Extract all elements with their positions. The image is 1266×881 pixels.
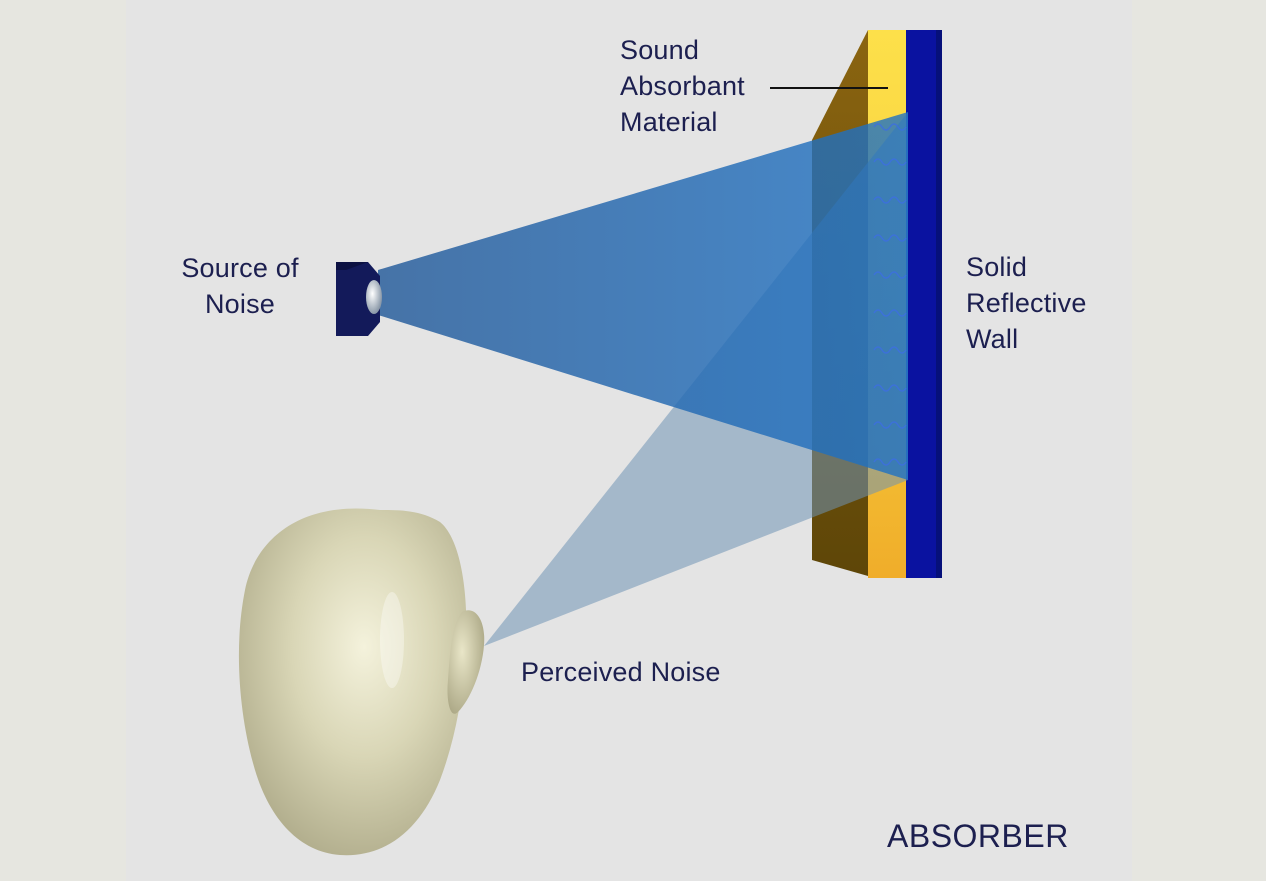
sound-beam [378, 112, 908, 480]
label-sound-absorbent-material: Sound Absorbant Material [620, 35, 745, 137]
label-source-of-noise: Source of Noise [181, 253, 299, 319]
label-perceived-noise: Perceived Noise [521, 657, 721, 687]
label-solid-reflective-wall: Solid Reflective Wall [966, 252, 1087, 354]
absorbed-sound-waves [873, 123, 907, 466]
listener-head [238, 508, 485, 856]
diagram-title: ABSORBER [887, 818, 1069, 854]
noise-source-speaker [336, 262, 382, 336]
